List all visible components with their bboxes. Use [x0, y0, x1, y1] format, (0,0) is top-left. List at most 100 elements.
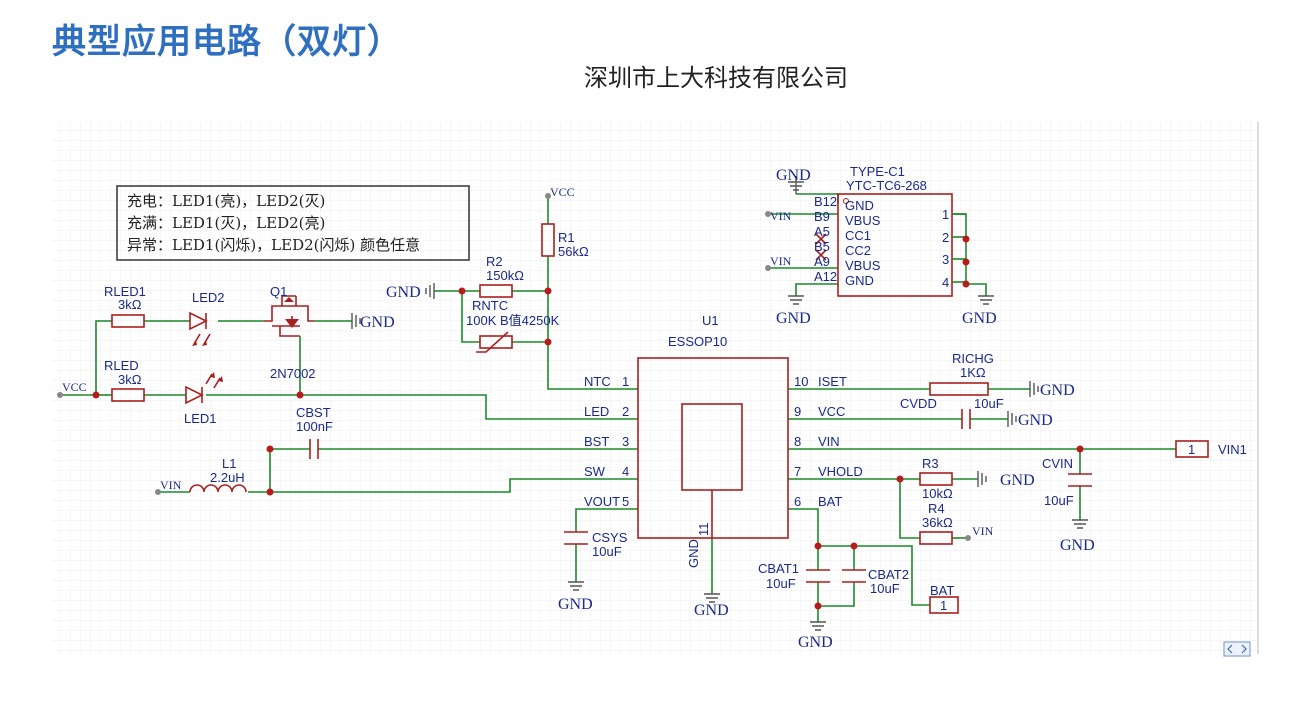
typec-pad: B12	[814, 194, 837, 209]
u1-pin-num: 6	[794, 494, 801, 509]
gnd-symbol-cvin: GND	[1060, 519, 1095, 554]
rled1-ref: RLED1	[104, 284, 146, 299]
gnd-symbol-typec-top: GND	[776, 167, 811, 194]
led1-label: LED1	[184, 411, 217, 426]
u1-pin-num: 9	[794, 404, 801, 419]
typec-pin-name: VBUS	[845, 213, 881, 228]
r2-ref: R2	[486, 254, 503, 269]
u1-pin-num: 5	[622, 494, 629, 509]
svg-text:GND: GND	[1040, 382, 1075, 399]
typec-pin-number: 3	[942, 252, 949, 267]
grid-background	[52, 122, 1258, 654]
u1-pin-name: VHOLD	[818, 464, 863, 479]
junction-dots	[92, 235, 1084, 610]
gnd-symbol-r3: GND	[977, 471, 1035, 489]
connector-bat: 1 BAT	[929, 583, 959, 614]
connector-typec: TYPE-C1 YTC-TC6-268	[815, 164, 953, 297]
svg-text:GND: GND	[386, 284, 421, 301]
typec-pin-name: CC2	[845, 243, 871, 258]
svg-text:GND: GND	[798, 634, 833, 651]
resistor-rled1: RLED1 3kΩ	[104, 284, 146, 328]
vin1-pin: 1	[1188, 442, 1195, 457]
svg-text:VIN: VIN	[770, 209, 792, 223]
net-vin-l1: VIN	[155, 478, 182, 495]
svg-text:VIN: VIN	[770, 254, 792, 268]
gnd-symbol-q1: GND	[351, 313, 395, 331]
u1-pin-name: SW	[584, 464, 606, 479]
typec-pad: A5	[814, 224, 830, 239]
typec-pin-name: VBUS	[845, 258, 881, 273]
cbst-value: 100nF	[296, 419, 333, 434]
capacitor-cbat1: CBAT1 10uF	[758, 561, 830, 591]
cbat1-value: 10uF	[766, 576, 796, 591]
expand-icon[interactable]	[1223, 641, 1251, 657]
cbat2-ref: CBAT2	[868, 567, 909, 582]
typec-part: YTC-TC6-268	[846, 178, 927, 193]
u1-pin-name: NTC	[584, 374, 611, 389]
u1-pin-name: VIN	[818, 434, 840, 449]
svg-text:GND: GND	[694, 602, 729, 619]
l1-ref: L1	[222, 456, 236, 471]
u1-pin-name: BST	[584, 434, 609, 449]
net-vin-typec-2: VIN	[765, 254, 792, 271]
u1-pin-num: 2	[622, 404, 629, 419]
rled1-value: 3kΩ	[118, 297, 142, 312]
u1-pin-1: NTC 1	[584, 374, 629, 389]
note-line-2: 充满：LED1(灭)，LED2(亮)	[127, 214, 325, 232]
resistor-rled: RLED 3kΩ	[104, 358, 145, 402]
resistor-r1: R1 56kΩ	[541, 223, 589, 259]
r1-value: 56kΩ	[558, 244, 589, 259]
gnd-symbol-csys: GND	[558, 581, 593, 613]
typec-pin-a5: A5 CC1	[814, 224, 871, 243]
capacitor-cvdd: CVDD 10uF	[900, 396, 1004, 429]
capacitor-cbat2: CBAT2 10uF	[842, 567, 909, 596]
u1-pin-name: ISET	[818, 374, 847, 389]
rled-value: 3kΩ	[118, 372, 142, 387]
cbat2-value: 10uF	[870, 581, 900, 596]
u1-pin-11: 11 GND	[686, 523, 711, 569]
svg-text:GND: GND	[1060, 537, 1095, 554]
svg-text:VIN: VIN	[160, 478, 182, 492]
capacitor-cbst: CBST 100nF	[296, 405, 333, 459]
r1-ref: R1	[558, 230, 575, 245]
inductor-l1: L1 2.2uH	[189, 456, 247, 493]
r4-value: 36kΩ	[922, 515, 953, 530]
connector-vin1: 1 VIN1	[1175, 440, 1247, 458]
u1-pin-2: LED 2	[584, 404, 629, 419]
cvdd-ref: CVDD	[900, 396, 937, 411]
typec-pin-number: 1	[942, 207, 949, 222]
thermistor-rntc: RNTC 100K B值4250K	[466, 298, 560, 353]
gnd-symbol-r2: GND	[386, 283, 435, 301]
net-vcc-top: VCC	[545, 185, 575, 199]
r2-value: 150kΩ	[486, 268, 524, 283]
l1-value: 2.2uH	[210, 470, 245, 485]
u1-ref: U1	[702, 313, 719, 328]
cbat1-ref: CBAT1	[758, 561, 799, 576]
typec-pin-name: GND	[845, 273, 874, 288]
led2-diode: LED2	[189, 290, 225, 346]
vin1-label: VIN1	[1218, 442, 1247, 457]
rled-ref: RLED	[104, 358, 139, 373]
u1-pin-name: VOUT	[584, 494, 620, 509]
u1-pin-num: 1	[622, 374, 629, 389]
svg-text:VCC: VCC	[550, 185, 575, 199]
net-vin-typec-1: VIN	[765, 209, 792, 223]
page-title: 典型应用电路（双灯）	[52, 22, 402, 62]
u1-pin-num: 8	[794, 434, 801, 449]
u1-pin-name: LED	[584, 404, 609, 419]
gnd-symbol-typec-right: GND	[962, 295, 997, 327]
gnd-symbol-cvdd: GND	[1007, 411, 1053, 429]
typec-pin-number: 4	[942, 275, 949, 290]
typec-pin-name: CC1	[845, 228, 871, 243]
svg-text:VIN: VIN	[972, 524, 994, 538]
cvin-value: 10uF	[1044, 493, 1074, 508]
gnd-symbol-richg: GND	[1029, 381, 1075, 399]
net-vin-r4: VIN	[965, 524, 994, 541]
